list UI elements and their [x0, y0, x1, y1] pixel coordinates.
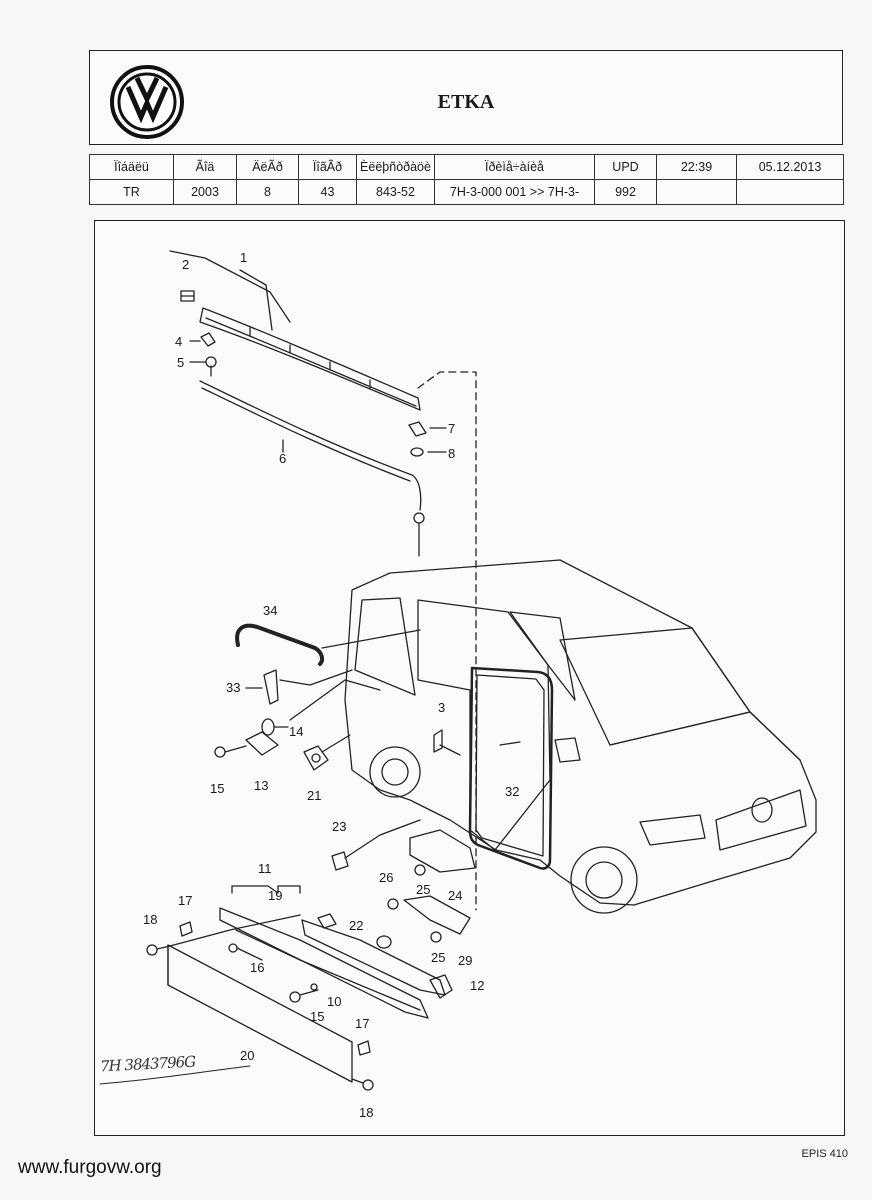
nut-part-8 — [410, 447, 447, 457]
callout-32: 32 — [505, 784, 519, 799]
callout-16: 16 — [250, 960, 264, 975]
callout-18: 18 — [143, 912, 157, 927]
part-3 — [433, 729, 443, 753]
website-watermark: www.furgovw.org — [18, 1157, 162, 1178]
upper-rail — [169, 250, 421, 411]
model-value: TR — [89, 179, 174, 205]
callout-15-lower: 15 — [310, 1009, 324, 1024]
callout-18-lower: 18 — [359, 1105, 373, 1120]
van-body — [344, 559, 817, 914]
header-main-group: ÄëÃð — [236, 154, 299, 180]
illustration-value: 843-52 — [356, 179, 435, 205]
clip-part-4 — [189, 332, 216, 347]
clip-17-lower — [357, 1040, 371, 1056]
callout-17: 17 — [178, 893, 192, 908]
callout-20: 20 — [240, 1048, 254, 1063]
callout-4: 4 — [175, 334, 182, 349]
bracket-33 — [245, 669, 353, 705]
callout-6: 6 — [279, 451, 286, 466]
callout-17-lower: 17 — [355, 1016, 369, 1031]
callout-25-upper: 25 — [416, 882, 430, 897]
vw-logo-icon — [110, 65, 184, 139]
callout-19: 19 — [268, 888, 282, 903]
callout-29: 29 — [458, 953, 472, 968]
cap-part-2 — [180, 290, 195, 302]
date-value: 05.12.2013 — [736, 154, 844, 180]
lower-rail-assembly — [344, 819, 476, 943]
screw-15-lower — [289, 983, 319, 1003]
callout-2: 2 — [182, 257, 189, 272]
header-box: ETKA — [89, 50, 843, 145]
year-value: 2003 — [173, 179, 237, 205]
callout-26: 26 — [379, 870, 393, 885]
header-upd: UPD — [594, 154, 657, 180]
door-seal-32 — [468, 666, 554, 870]
seal-34 — [235, 623, 325, 666]
callout-24: 24 — [448, 888, 462, 903]
callout-1: 1 — [240, 250, 247, 265]
screw-18-lower — [351, 1078, 374, 1091]
upd-value: 992 — [594, 179, 657, 205]
callout-14: 14 — [289, 724, 303, 739]
callout-5: 5 — [177, 355, 184, 370]
lower-sill-rail — [219, 885, 453, 1019]
callout-15: 15 — [210, 781, 224, 796]
empty-cell — [736, 179, 844, 205]
callout-25-lower: 25 — [431, 950, 445, 965]
callout-labels: 1 2 3 4 5 6 7 8 10 11 12 13 14 15 16 17 … — [143, 250, 519, 1120]
callout-23: 23 — [332, 819, 346, 834]
part-23 — [331, 851, 349, 871]
part-21 — [303, 734, 351, 771]
bracket-13-14 — [214, 679, 381, 758]
part-16 — [228, 943, 263, 961]
screw-part-5 — [189, 356, 217, 377]
trim-panel-20 — [167, 914, 353, 1083]
info-table: Ïîáäëü Ãîä ÄëÃð ÏîãÃð Èëëþñòðàöè Ïðèìå÷à… — [89, 154, 844, 205]
callout-22: 22 — [349, 918, 363, 933]
callout-13: 13 — [254, 778, 268, 793]
callout-8: 8 — [448, 446, 455, 461]
header-year: Ãîä — [173, 154, 237, 180]
parts-diagram — [94, 220, 845, 1136]
callout-33: 33 — [226, 680, 240, 695]
callout-10: 10 — [327, 994, 341, 1009]
sub-group-value: 43 — [298, 179, 357, 205]
callout-34: 34 — [263, 603, 277, 618]
header-illustration: Èëëþñòðàöè — [356, 154, 435, 180]
callout-11: 11 — [258, 861, 272, 876]
callout-7: 7 — [448, 421, 455, 436]
footer-code: EPIS 410 — [801, 1148, 848, 1160]
clip-part-7 — [408, 421, 447, 437]
remark-value: 7H-3-000 001 >> 7H-3- — [434, 179, 595, 205]
callout-21: 21 — [307, 788, 321, 803]
screw-18-upper — [146, 944, 171, 956]
header-sub-group: ÏîãÃð — [298, 154, 357, 180]
page-title: ETKA — [437, 91, 495, 113]
callout-12: 12 — [470, 978, 484, 993]
callout-3: 3 — [438, 700, 445, 715]
clip-17-upper — [179, 921, 193, 937]
empty-cell — [656, 179, 737, 205]
guide-seal-6 — [199, 380, 425, 557]
